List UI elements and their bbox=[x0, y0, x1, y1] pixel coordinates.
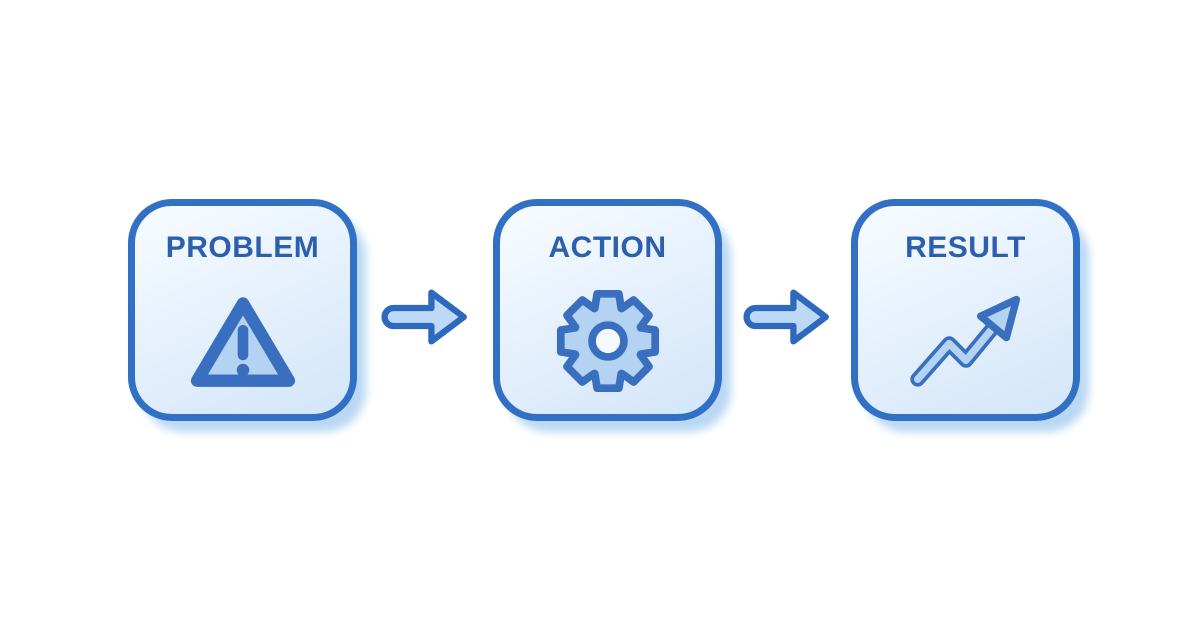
step-label-problem: PROBLEM bbox=[165, 231, 320, 264]
step-label-action: ACTION bbox=[548, 231, 667, 264]
arrow-right-icon bbox=[379, 281, 473, 353]
step-card-problem: PROBLEM bbox=[128, 199, 357, 421]
step-label-result: RESULT bbox=[905, 231, 1026, 264]
step-card-action: ACTION bbox=[493, 199, 722, 421]
warning-icon bbox=[187, 268, 299, 414]
step-card-result: RESULT bbox=[851, 199, 1080, 421]
trend-up-icon bbox=[903, 268, 1029, 414]
arrow-right-icon bbox=[741, 281, 835, 353]
gear-icon bbox=[553, 268, 663, 414]
